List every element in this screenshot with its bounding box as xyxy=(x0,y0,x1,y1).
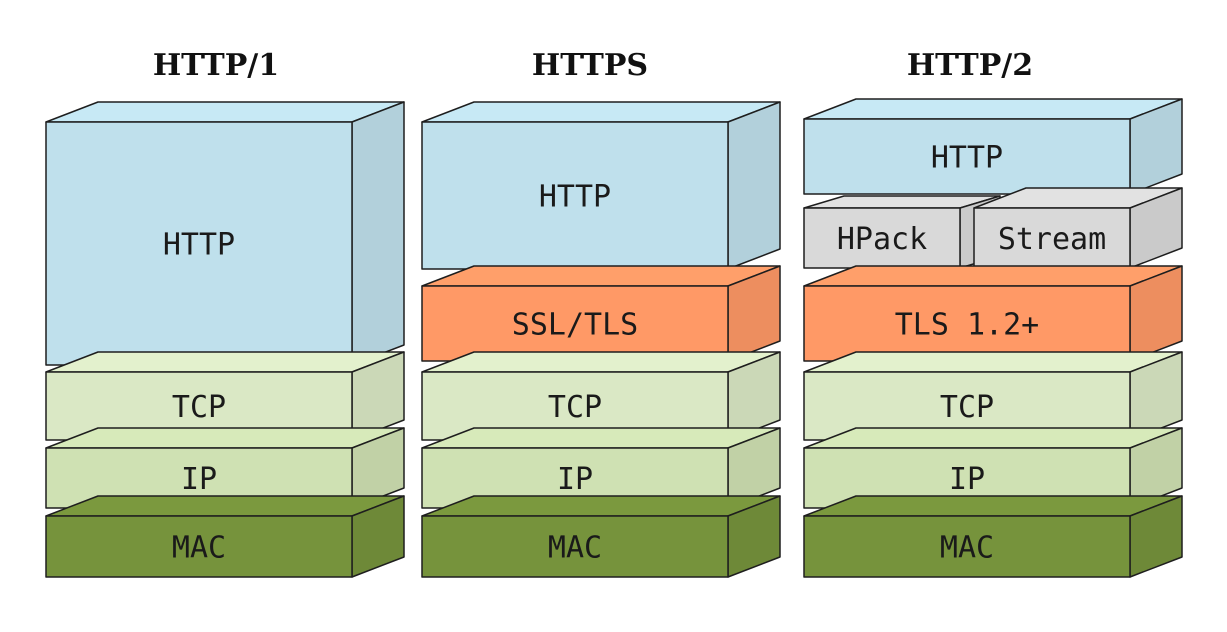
layer-https-http: HTTP xyxy=(421,101,781,270)
layer-boxes: HTTP TCP IP MAC HTTP SSL/TLS TCP IP MAC HTTP HPack… xyxy=(45,98,1183,578)
layer-front-face xyxy=(45,515,353,578)
layer-top-face xyxy=(803,98,1183,120)
layer-label: TLS 1.2+ xyxy=(895,308,1040,343)
layer-label: HPack xyxy=(837,222,927,257)
layer-top-face xyxy=(45,427,405,449)
watermark: 掘金技术社区 @ Moment xyxy=(948,589,1206,614)
layer-front-face xyxy=(421,121,729,270)
layer-top-face xyxy=(421,351,781,373)
layer-front-face xyxy=(803,207,961,269)
layer-http-1-mac: MAC xyxy=(45,495,405,578)
layer-front-face xyxy=(803,285,1131,362)
layer-label: TCP xyxy=(940,390,994,425)
layer-top-face xyxy=(45,101,405,123)
layer-top-face xyxy=(45,351,405,373)
layer-label: MAC xyxy=(548,531,602,566)
layer-label: TCP xyxy=(172,390,226,425)
layer-front-face xyxy=(803,515,1131,578)
layer-front-face xyxy=(421,285,729,362)
layer-http-2-hpack: HPack xyxy=(803,195,1001,269)
layer-label: HTTP xyxy=(163,228,235,263)
layer-label: IP xyxy=(949,462,985,497)
layer-label: TCP xyxy=(548,390,602,425)
layer-http-2-tcp: TCP xyxy=(803,351,1183,441)
layer-http-1-tcp: TCP xyxy=(45,351,405,441)
layer-top-face xyxy=(421,265,781,287)
layer-http-1-http: HTTP xyxy=(45,101,405,366)
layer-front-face xyxy=(803,118,1131,195)
layer-http-2-mac: MAC xyxy=(803,495,1183,578)
layer-top-face xyxy=(421,101,781,123)
layer-http-2-stream: Stream xyxy=(973,187,1183,269)
layer-top-face xyxy=(803,495,1183,517)
column-title-https: HTTPS xyxy=(532,48,648,83)
layer-http-2-http: HTTP xyxy=(803,98,1183,195)
layer-top-face xyxy=(803,351,1183,373)
layer-side-face xyxy=(351,101,405,366)
column-titles: HTTP/1 HTTPS HTTP/2 xyxy=(153,48,1033,83)
layer-https-ssl-tls: SSL/TLS xyxy=(421,265,781,362)
layer-https-tcp: TCP xyxy=(421,351,781,441)
layer-label: IP xyxy=(181,462,217,497)
layer-front-face xyxy=(421,515,729,578)
layer-label: SSL/TLS xyxy=(512,308,638,343)
layer-http-2-tls-1-2: TLS 1.2+ xyxy=(803,265,1183,362)
layer-label: HTTP xyxy=(931,141,1003,176)
layer-label: MAC xyxy=(172,531,226,566)
layer-top-face xyxy=(421,427,781,449)
layer-side-face xyxy=(727,101,781,270)
layer-top-face xyxy=(421,495,781,517)
column-title-http-2: HTTP/2 xyxy=(907,48,1033,83)
layer-label: IP xyxy=(557,462,593,497)
layer-label: HTTP xyxy=(539,180,611,215)
layer-label: Stream xyxy=(998,222,1106,257)
layer-top-face xyxy=(803,265,1183,287)
layer-https-mac: MAC xyxy=(421,495,781,578)
layer-front-face xyxy=(45,121,353,366)
column-title-http-1: HTTP/1 xyxy=(153,48,279,83)
layer-http-2-ip: IP xyxy=(803,427,1183,509)
layer-top-face xyxy=(45,495,405,517)
layer-front-face xyxy=(973,207,1131,269)
layer-top-face xyxy=(803,427,1183,449)
layer-label: MAC xyxy=(940,531,994,566)
